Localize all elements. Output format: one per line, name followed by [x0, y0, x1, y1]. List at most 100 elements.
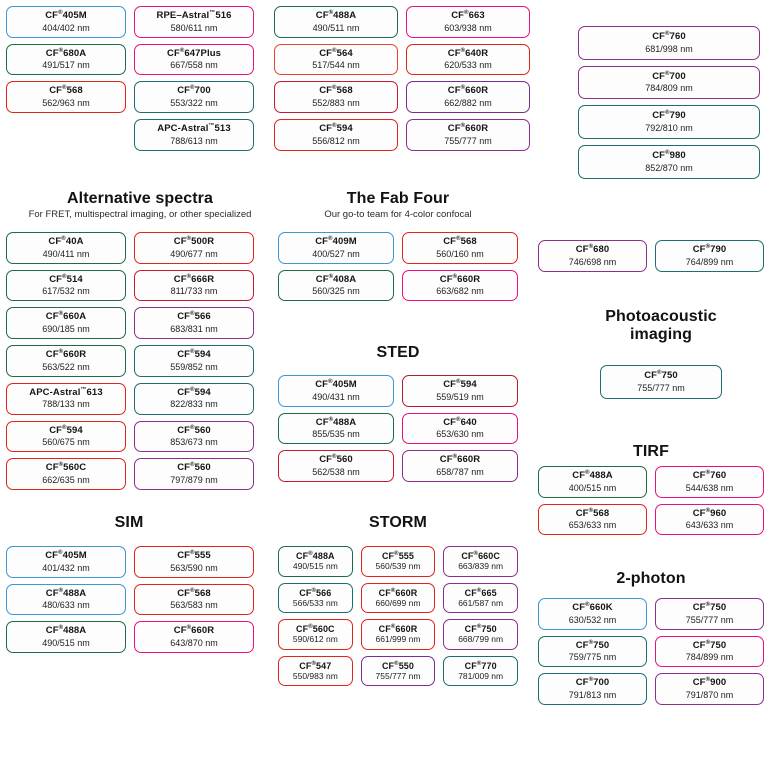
trademark-mark: ®: [62, 273, 67, 280]
dye-name: CF®560: [177, 424, 211, 436]
dye-name: APC-Astral™513: [157, 122, 231, 135]
dye-spectra-values: 562/963 nm: [42, 98, 90, 109]
dye-name: CF®680: [575, 243, 610, 255]
dye-spectra-values: 661/999 nm: [375, 634, 421, 645]
dye-name: CF®488A: [45, 625, 87, 637]
trademark-mark: ®: [58, 9, 63, 16]
trademark-mark: ®: [332, 85, 337, 92]
dye-spectra-values: 560/160 nm: [436, 248, 484, 259]
dye-name: CF®680A: [45, 47, 87, 59]
dye-name: CF®666R: [173, 273, 215, 285]
section-title: Alternative spectra: [67, 190, 213, 207]
trademark-mark: ®: [460, 47, 466, 54]
trademark-mark: ®: [476, 624, 482, 631]
dye-spectra-values: 563/522 nm: [42, 361, 90, 372]
dye-name: CF®760: [692, 469, 727, 481]
trademark-mark: ®: [588, 677, 594, 684]
dye-name: CF®488A: [572, 469, 613, 481]
dye-spectra-values: 784/809 nm: [645, 83, 693, 94]
dye-spectra-values: 517/544 nm: [312, 60, 360, 71]
trademark-mark: ®: [332, 47, 337, 54]
dye-name: CF®700: [652, 70, 686, 82]
dye-name: CF®555: [381, 551, 415, 561]
dye-spectra-values: 653/633 nm: [568, 520, 617, 531]
dye-name: CF®750: [692, 639, 727, 651]
